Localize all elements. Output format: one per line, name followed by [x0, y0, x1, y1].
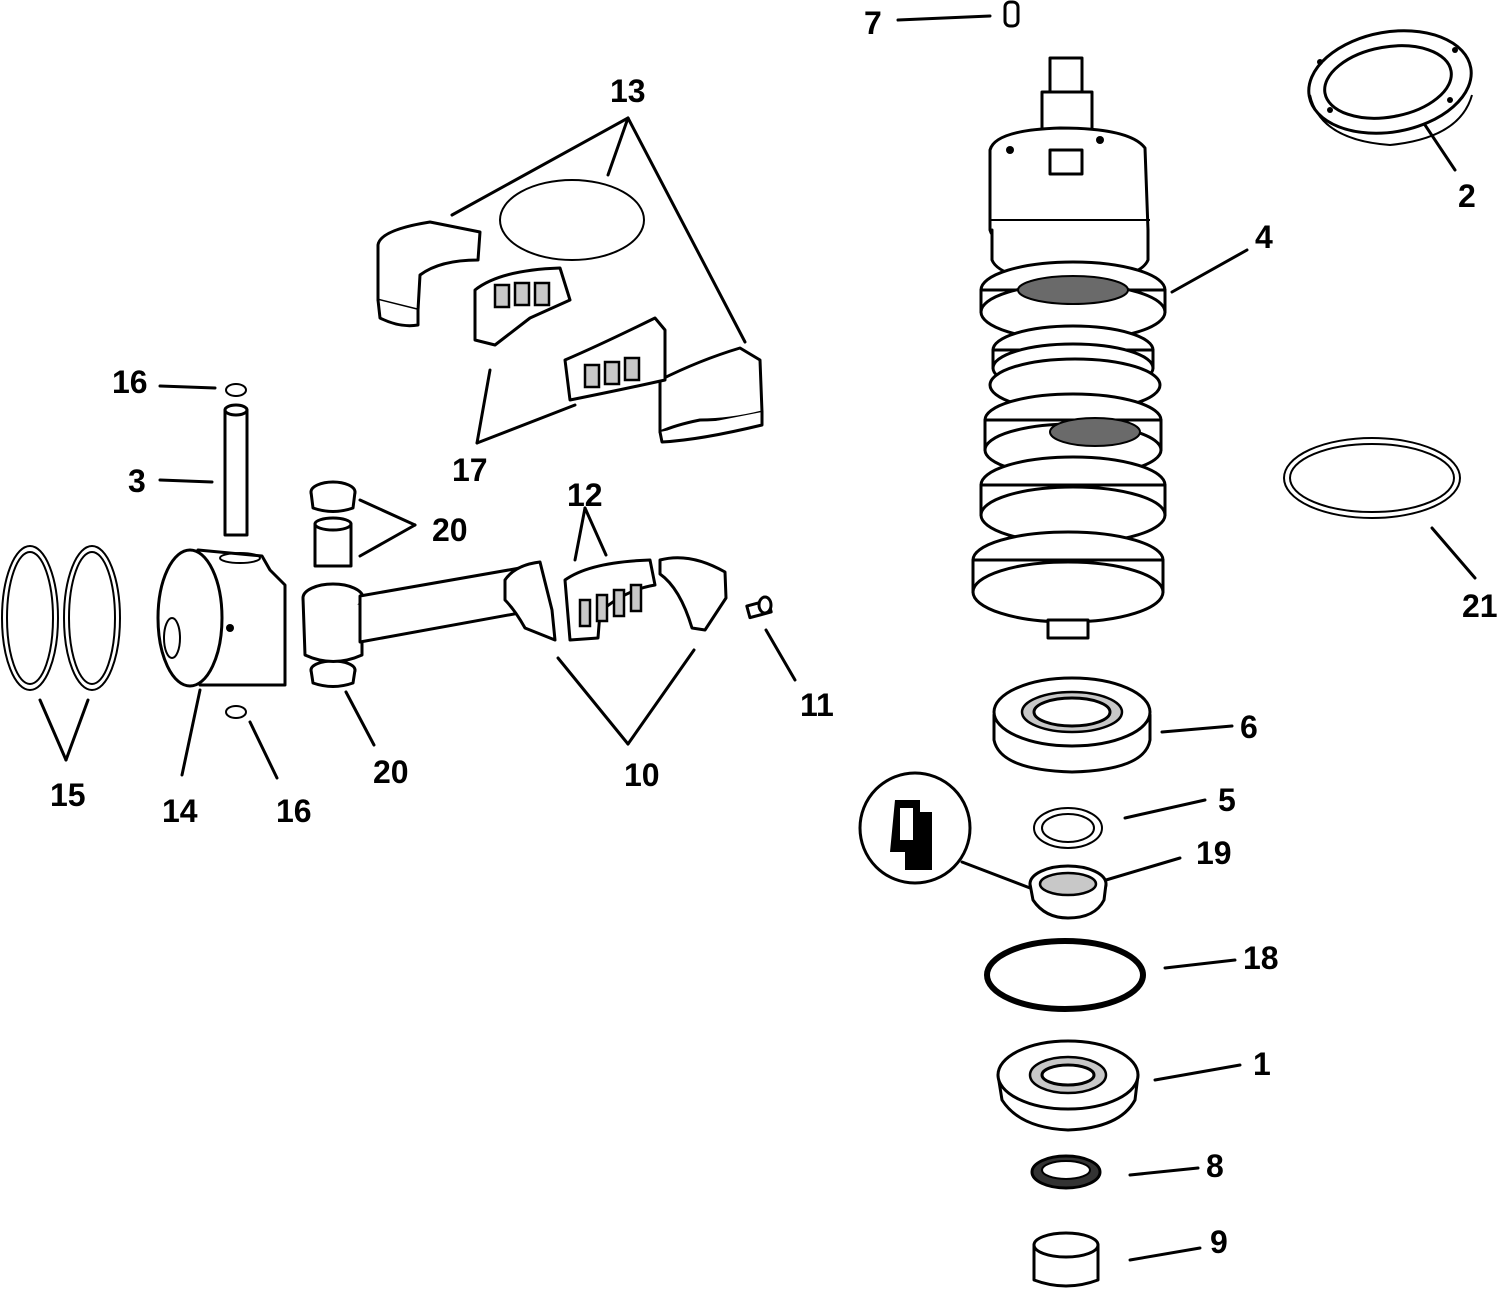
part-10-connecting-rod [301, 556, 728, 663]
part-14-piston [156, 548, 287, 688]
callout-4: 4 [1255, 219, 1273, 255]
part-16-clip-bottom [225, 705, 247, 719]
part-5-retaining-ring [1033, 807, 1103, 849]
callout-labels: 7 2 4 21 6 5 19 18 1 8 9 13 17 16 3 20 1… [50, 5, 1498, 1260]
part-20-bushing-bottom [309, 659, 357, 688]
callout-13: 13 [610, 73, 646, 109]
part-12-needle-bearing [563, 558, 657, 642]
callout-2: 2 [1458, 178, 1476, 214]
part-6-bearing [992, 676, 1152, 774]
callout-15: 15 [50, 777, 86, 813]
part-2-seal [1307, 29, 1473, 147]
part-17-needle-cages [473, 266, 667, 402]
part-13-bearing-set [376, 179, 764, 444]
callout-14: 14 [162, 793, 198, 829]
part-21-ring [1283, 437, 1461, 519]
callout-11: 11 [800, 687, 834, 723]
part-18-o-ring [984, 938, 1146, 1012]
callout-6: 6 [1240, 709, 1258, 745]
callout-10: 10 [624, 757, 660, 793]
callout-17: 17 [452, 452, 488, 488]
callout-20-top: 20 [432, 512, 468, 548]
part-11-bolt [745, 595, 773, 620]
callout-5: 5 [1218, 782, 1236, 818]
detail-magnifier-circle [858, 771, 1032, 890]
part-19-ring [1028, 864, 1108, 920]
leader-lines [38, 14, 1477, 1262]
callout-19: 19 [1196, 835, 1232, 871]
callout-21: 21 [1462, 588, 1498, 624]
callout-7: 7 [864, 5, 882, 41]
callout-9: 9 [1210, 1224, 1228, 1260]
callout-16-top: 16 [112, 364, 148, 400]
part-1-seal-housing [996, 1039, 1140, 1132]
callout-1: 1 [1253, 1046, 1271, 1082]
part-8-seal [1030, 1154, 1102, 1190]
callout-3: 3 [128, 463, 146, 499]
part-3-piston-pin [223, 403, 249, 537]
callout-16-bottom: 16 [276, 793, 312, 829]
part-4-crankshaft [971, 56, 1167, 640]
callout-20-bottom: 20 [373, 754, 409, 790]
part-15-piston-rings [1, 545, 121, 691]
part-7-dowel-pin [1003, 0, 1020, 28]
part-16-clip-top [225, 383, 247, 397]
callout-18: 18 [1243, 940, 1279, 976]
callout-8: 8 [1206, 1148, 1224, 1184]
part-20-bushing-top [309, 480, 357, 568]
part-9-cup [1032, 1231, 1100, 1288]
callout-12: 12 [567, 477, 603, 513]
